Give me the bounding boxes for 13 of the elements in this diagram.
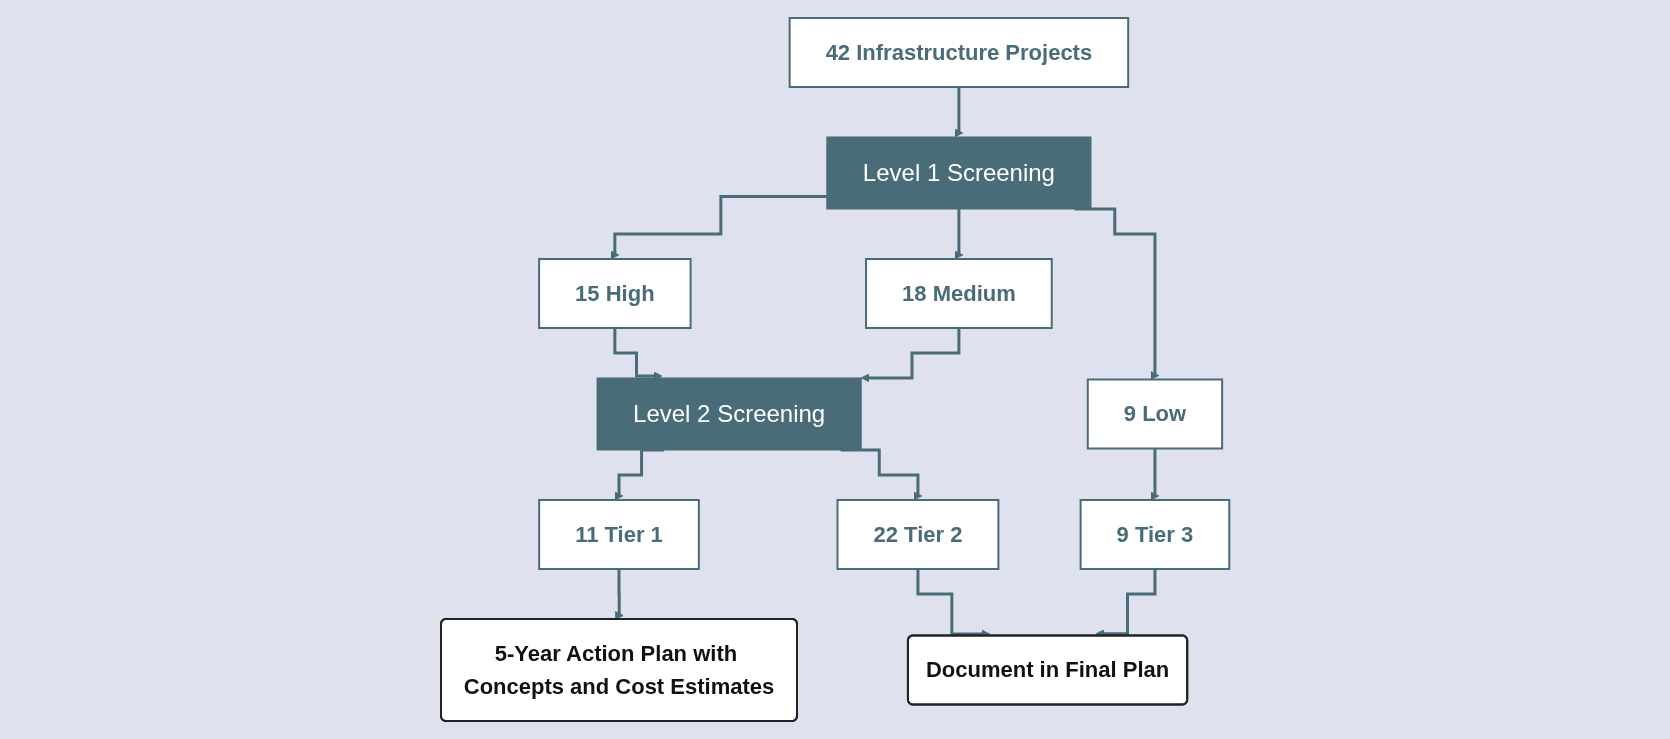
node-box: 22 Tier 2: [836, 499, 1000, 570]
node-box: 42 Infrastructure Projects: [788, 17, 1130, 88]
node-box: Level 2 Screening: [596, 377, 862, 451]
node-box: 18 Medium: [864, 258, 1053, 329]
node-box: 15 High: [538, 258, 692, 329]
arrow: [1150, 447, 1160, 501]
node-box: Level 1 Screening: [826, 136, 1092, 210]
node-box: 9 Low: [1086, 378, 1223, 450]
arrow: [610, 194, 827, 260]
arrow: [860, 326, 961, 383]
node-box: 11 Tier 1: [538, 499, 700, 570]
arrow: [614, 567, 624, 620]
node-box: 9 Tier 3: [1079, 499, 1231, 570]
